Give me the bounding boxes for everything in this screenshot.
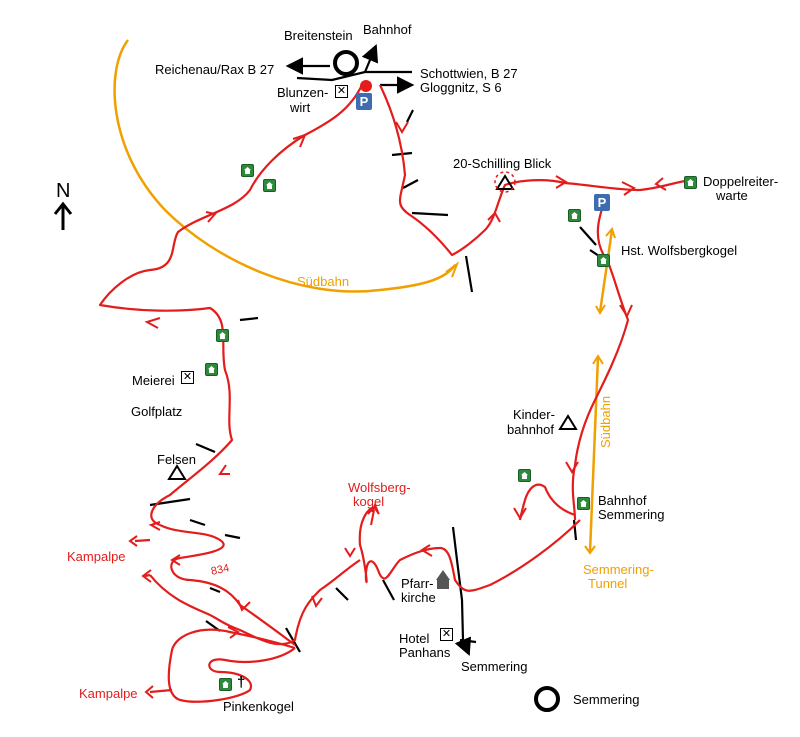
label-blunzenwirt-2: wirt xyxy=(290,100,311,115)
label-kinderbahnhof-1: Kinder- xyxy=(513,407,555,422)
hut-icon xyxy=(205,363,218,376)
parking-icon: P xyxy=(356,93,372,110)
suedbahn-tunnel-line xyxy=(588,356,600,553)
label-doppelreiterwarte-2: warte xyxy=(716,188,748,203)
trailhead-dot xyxy=(360,80,372,92)
label-semmering-road: Semmering xyxy=(461,659,528,674)
suedbahn-railway-segment xyxy=(598,229,614,313)
north-label: N xyxy=(56,180,71,202)
label-hst-wolfsbergkogel: Hst. Wolfsbergkogel xyxy=(621,243,738,258)
town-circle-icon xyxy=(333,50,359,76)
label-kampalpe-upper: Kampalpe xyxy=(67,549,126,564)
cross-icon: † xyxy=(237,674,246,691)
label-pfarrkirche-1: Pfarr- xyxy=(401,576,434,591)
label-gloggnitz: Gloggnitz, S 6 xyxy=(420,80,502,95)
church-icon xyxy=(436,570,450,589)
parking-icon: P xyxy=(594,194,610,211)
north-arrow-icon xyxy=(53,201,73,230)
trail-direction-arrows xyxy=(128,121,667,699)
label-reichenau: Reichenau/Rax B 27 xyxy=(155,62,275,77)
hut-icon xyxy=(216,329,229,342)
hut-icon xyxy=(597,254,610,267)
label-pfarrkirche-2: kirche xyxy=(401,590,436,605)
hut-icon xyxy=(518,469,531,482)
restaurant-icon: ✕ xyxy=(440,628,453,641)
label-suedbahn-top: Südbahn xyxy=(297,274,350,289)
hut-icon xyxy=(684,176,697,189)
label-bahnhof-top: Bahnhof xyxy=(363,22,412,37)
label-hotel-panhans-1: Hotel xyxy=(399,631,430,646)
hiking-trails xyxy=(98,84,691,703)
label-meierei: Meierei xyxy=(132,373,175,388)
label-schottwien: Schottwien, B 27 xyxy=(420,66,518,81)
hut-icon xyxy=(241,164,254,177)
label-bahnhof-semmering-2: Semmering xyxy=(598,507,665,522)
restaurant-icon: ✕ xyxy=(181,371,194,384)
label-pinkenkogel: Pinkenkogel xyxy=(223,699,294,714)
restaurant-icon: ✕ xyxy=(335,85,348,98)
label-schilling-blick: 20-Schilling Blick xyxy=(453,156,552,171)
hut-icon xyxy=(219,678,232,691)
label-hotel-panhans-2: Panhans xyxy=(399,645,451,660)
label-bahnhof-semmering-1: Bahnhof xyxy=(598,493,647,508)
label-blunzenwirt-1: Blunzen- xyxy=(277,85,329,100)
label-suedbahn-vertical: Südbahn xyxy=(598,395,613,448)
hut-icon xyxy=(568,209,581,222)
label-doppelreiterwarte-1: Doppelreiter- xyxy=(703,174,779,189)
label-semmering-tunnel-1: Semmering- xyxy=(583,562,654,577)
label-felsen: Felsen xyxy=(157,452,197,467)
suedbahn-railway-line xyxy=(113,39,457,293)
label-wolfsbergkogel-2: kogel xyxy=(353,494,385,509)
roads xyxy=(149,43,609,657)
label-kampalpe-lower: Kampalpe xyxy=(79,686,138,701)
hut-icon xyxy=(263,179,276,192)
label-breitenstein: Breitenstein xyxy=(284,28,353,43)
label-golfplatz: Golfplatz xyxy=(131,404,183,419)
label-wolfsbergkogel-1: Wolfsberg- xyxy=(348,480,411,495)
label-semmering-legend: Semmering xyxy=(573,692,640,707)
label-semmering-tunnel-2: Tunnel xyxy=(588,576,628,591)
hut-icon xyxy=(577,497,590,510)
label-kinderbahnhof-2: bahnhof xyxy=(507,422,554,437)
town-circle-icon xyxy=(534,686,560,712)
viewpoint-icon xyxy=(167,174,578,480)
